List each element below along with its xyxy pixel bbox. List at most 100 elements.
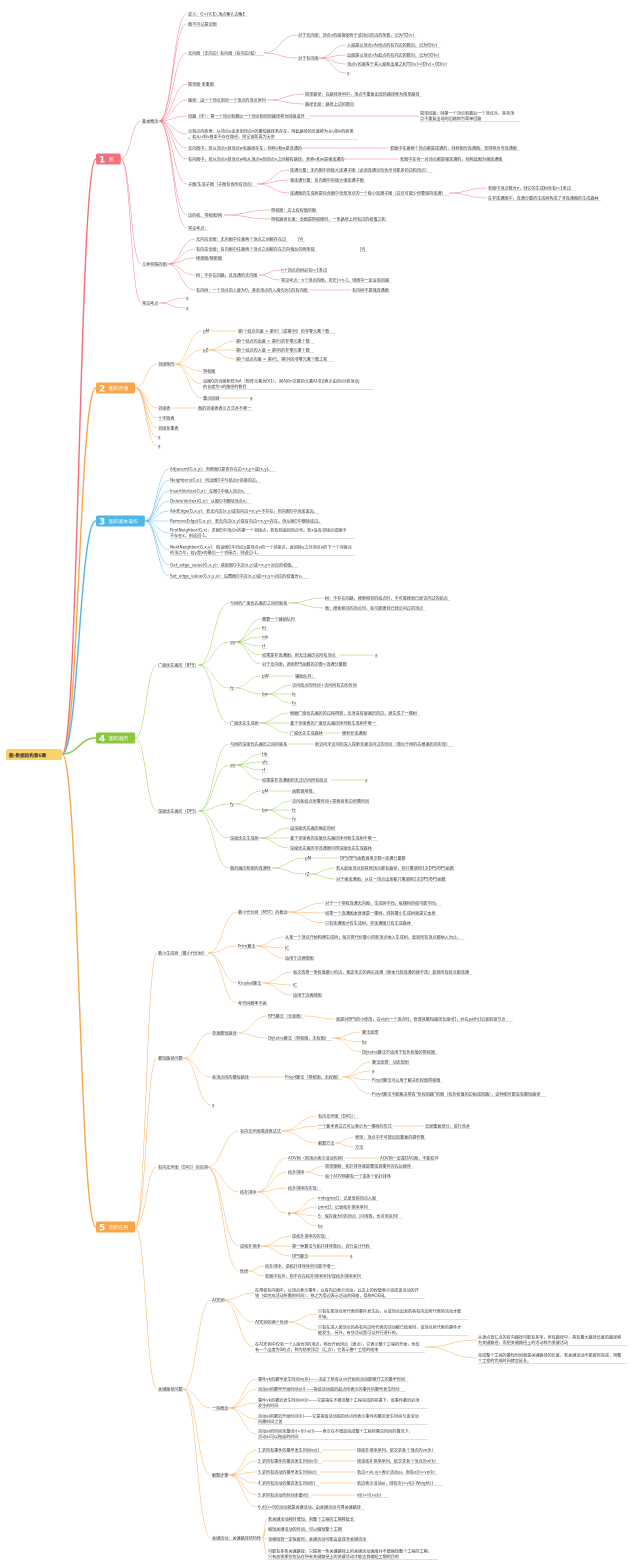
svg-text:图的邻接表表示方式并不唯一: 图的邻接表表示方式并不唯一 <box>198 404 251 410</box>
svg-text:pW: pW <box>262 673 269 678</box>
svg-text:个工程的完成时间就会延长。: 个工程的完成时间就会延长。 <box>478 1357 531 1363</box>
svg-text:重点回顾: 重点回顾 <box>203 394 219 400</box>
svg-text:3: 3 <box>99 518 105 528</box>
tree-edges: n个顶点的树必有n-1条边 <box>281 266 327 272</box>
step-s2: 2.求所有事件的最迟发生时间vl() <box>258 1457 318 1463</box>
path-length: 路径长度：路径上边的数目 <box>305 100 354 106</box>
spanning-tree-edges: 若图中顶点数为n，则它的生成树含有n-1条边 <box>488 184 571 190</box>
op-7: NextNeighbor(G,x,y)：假设图G中顶点y是顶点x的一个邻接点，返… <box>170 544 352 556</box>
svg-text:图：搜索相邻的顶点时，有可能搜到已经访问过的顶点: 图：搜索相邻的顶点时，有可能搜到已经访问过的顶点 <box>325 604 423 610</box>
svg-text:最短路径问题: 最短路径问题 <box>158 1054 183 1060</box>
dij-1: 算法思想 <box>362 1028 378 1034</box>
svg-text:在带权有向图中，以顶点表示事件，以有向边表示活动，以边上的权: 在带权有向图中，以顶点表示事件，以有向边表示活动，以边上的权值表示完成该活动的开 <box>255 1287 419 1293</box>
kruskal: Kruskal算法 <box>238 979 261 985</box>
svg-text:若图中任意两个顶点都是连通的，则称图为连通图，否则称为非连通: 若图中任意两个顶点都是连通的，则称图为连通图，否则称为非连通图 <box>390 144 517 150</box>
root-node: 图-数据结构第6章 <box>6 749 62 760</box>
degree: 无向图（无向边）·有向图（有向边/弧） <box>188 49 258 55</box>
svg-text:第i个结点的出度 = 第i行的非零元素个数: 第i个结点的出度 = 第i行的非零元素个数 <box>236 337 310 343</box>
svg-text:bw: bw <box>262 691 269 696</box>
svg-text:图的应用: 图的应用 <box>109 1224 128 1231</box>
aoe-7: 完成整个工程的最短时间就是关键路径的长度，若关键活动不能按时完成，则整个工程的完… <box>478 1352 621 1364</box>
svg-text:若图中有环，则不存在拓扑排序序列/逆拓扑排序序列: 若图中有环，则不存在拓扑排序序列/逆拓扑排序序列 <box>265 1272 361 1278</box>
floyd-1: 算法思想：动态规划 <box>372 1058 409 1064</box>
svg-text:访问结点的时间+访问所有边的时间: 访问结点的时间+访问所有边的时间 <box>292 681 357 687</box>
svg-text:bs: bs <box>362 1039 367 1044</box>
svg-text:Floyd算法不能解决带有"负权回路"的图（有负权值的边组成: Floyd算法不能解决带有"负权回路"的图（有负权值的边组成回路），这种图可能没… <box>372 1090 540 1096</box>
bfs-graph: 图：搜索相邻的顶点时，有可能搜到已经访问过的顶点 <box>325 604 423 610</box>
svg-text:fil: fil <box>262 625 266 630</box>
degree-by-row: 第i个结点的度 = 第i行（或第i列）的非零元素个数 <box>238 327 329 333</box>
multi-list: 邻接多重表 <box>158 424 178 430</box>
svg-text:出度是以顶点v为起点的有向边的数目，记为OD(v): 出度是以顶点v为起点的有向边的数目，记为OD(v) <box>347 51 440 57</box>
svg-text:a: a <box>158 434 161 439</box>
svg-text:|V|: |V| <box>298 236 304 241</box>
dfs-d1: tib <box>262 751 268 756</box>
svg-text:IC: IC <box>293 982 297 987</box>
svg-text:Floyd算法可以用于解决负权值带权图: Floyd算法可以用于解决负权值带权图 <box>372 1076 440 1082</box>
dfs-sq: sq <box>230 762 235 767</box>
svg-text:简单路径：在路径序列中，顶点不重复出现的路径称为简单路径: 简单路径：在路径序列中，顶点不重复出现的路径称为简单路径 <box>305 90 420 96</box>
weighted: 带权图 <box>203 367 215 373</box>
out-degree-row: 第i个结点的出度 = 第i行的非零元素个数 <box>236 337 310 343</box>
svg-text:如果是非连通图则无法访问所有结点: 如果是非连通图则无法访问所有结点 <box>262 776 328 782</box>
svg-text:带权图: 带权图 <box>203 367 215 373</box>
svg-text:fy: fy <box>230 801 234 806</box>
svg-text:mk: mk <box>262 634 269 639</box>
svg-text:图的存储: 图的存储 <box>109 385 128 392</box>
kruskal-2: IC <box>293 982 297 987</box>
svg-text:开始。: 开始。 <box>318 1313 330 1319</box>
bfs-fz: fz <box>230 685 234 690</box>
op-1: Neighbors(G,x)：列出图G中与结点x邻接的边。 <box>170 476 260 482</box>
svg-text:简单图·多重图: 简单图·多重图 <box>188 80 214 86</box>
svg-text:基于邻接表的深度优先遍历序列和生成树不唯一: 基于邻接表的深度优先遍历序列和生成树不唯一 <box>290 834 376 840</box>
mst-2: 如果一个连通图本身就是一棵树，则其最小生成树就是它本身 <box>325 909 436 915</box>
svg-text:关键活动、关键路径的特性: 关键活动、关键路径的特性 <box>212 1534 261 1540</box>
aoe-2: AOE网的两个性质 <box>255 1318 288 1324</box>
svg-text:拓扑排序: 拓扑排序 <box>240 1188 256 1194</box>
recap-a: a <box>250 395 253 400</box>
kruskal-3: 适用于边稀疏图 <box>293 991 322 997</box>
weighted-path-length: 带权路径长度：当图是带权图时，一条路径上所有边的权值之和 <box>271 215 386 221</box>
connected: 无向图中，若从顶点v到顶点w有路径存在，则称v和w是连通的 <box>188 144 302 150</box>
nonempty: 图不可以是空图 <box>188 20 217 26</box>
svg-text:对于一个带权连通无向图，生成树不同，每棵树的权可能不同。: 对于一个带权连通无向图，生成树不同，每棵树的权可能不同。 <box>325 899 440 905</box>
svg-text:1.求所有事件的最早发生时间ve(): 1.求所有事件的最早发生时间ve() <box>258 1446 320 1452</box>
branch-3[interactable]: 3 图的基本操作 <box>96 515 145 528</box>
svg-text:AOE网的两个性质: AOE网的两个性质 <box>255 1318 288 1324</box>
svg-text:图的基本操作: 图的基本操作 <box>109 518 138 525</box>
svg-text:基本概念: 基本概念 <box>142 117 158 123</box>
dfs-time: bw <box>262 807 269 812</box>
prim-1: 从某一个顶点开始构建生成树；每次将代价最小的新顶点纳入生成树，直到所有顶点都纳入… <box>285 933 461 939</box>
svg-text:单源最短路径: 单源最短路径 <box>212 1029 237 1035</box>
svg-text:当缩短到一定程度时，关键活动可能会变成非关键活动: 当缩短到一定程度时，关键活动可能会变成非关键活动 <box>268 1535 366 1541</box>
topo-1b: 每个AOV网都有一个或多个拓扑排序 <box>325 1172 391 1178</box>
strong-graph: 若图中任何一对顶点都是强连通的，则称此图为强连通图 <box>400 155 502 161</box>
svg-text:InsertVertex(G,x)：在图G中插入顶点x。: InsertVertex(G,x)：在图G中插入顶点x。 <box>170 487 247 493</box>
dfs-tree-gen: 深度优先生成树 <box>230 834 259 840</box>
svg-text:深度优先遍历（DFS）: 深度优先遍历（DFS） <box>158 807 199 813</box>
svg-text:去掉重复部分，进行合并: 去掉重复部分，进行合并 <box>425 1122 470 1128</box>
svg-text:邻接多重表: 邻接多重表 <box>158 424 178 430</box>
directed-note2: 对于强连通图，从任一顶点出发都只需调用1次DFS/BFS函数 <box>336 875 446 881</box>
svg-text:连通图的生成树是包含图中全部顶点的一个极小连通子图（边尽可能: 连通图的生成树是包含图中全部顶点的一个极小连通子图（边尽可能少但要保持连通） <box>290 189 446 195</box>
concepts: 一些概念 <box>212 1404 228 1410</box>
mst: 最小生成树（最小代价树） <box>158 949 207 955</box>
svg-text:DFS算法: DFS算法 <box>292 1252 308 1258</box>
tree-loop: 常见考点：n个顶点的图，若|E|>n-1，则图中一定会有回路 <box>281 276 389 282</box>
svg-text:6.d(i)=0的活动就是关键活动，由关键活动可得关键路径: 6.d(i)=0的活动就是关键活动，由关键活动可得关键路径 <box>258 1503 361 1509</box>
svg-text:AOV网一定是DAG图，不能有环: AOV网一定是DAG图，不能有环 <box>380 1154 439 1160</box>
branch-2[interactable]: 2 图的存储 <box>96 382 136 395</box>
bfs-time: bw <box>262 691 269 696</box>
op-3: DeleteVertex(G,x)：从图G中删除顶点x。 <box>170 497 249 503</box>
svg-text:pZ: pZ <box>203 347 209 352</box>
svg-text:tib: tib <box>262 751 268 756</box>
svg-text:a: a <box>350 1253 353 1258</box>
svg-text:图的遍历和图的连通性: 图的遍历和图的连通性 <box>230 864 271 870</box>
svg-text:2: 2 <box>99 385 105 395</box>
svg-text:对于无向图：顶点v的度指依附于该顶点的边的条数，记为TD(v: 对于无向图：顶点v的度指依附于该顶点的边的条数，记为TD(v) <box>298 31 414 37</box>
tree: 树：不存在回路，且连通的无向图 <box>196 271 257 277</box>
svg-text:若从起始顶点到其他顶点都有路径，则只需调用1次DFS/BFS: 若从起始顶点到其他顶点都有路径，则只需调用1次DFS/BFS函数 <box>336 864 454 870</box>
